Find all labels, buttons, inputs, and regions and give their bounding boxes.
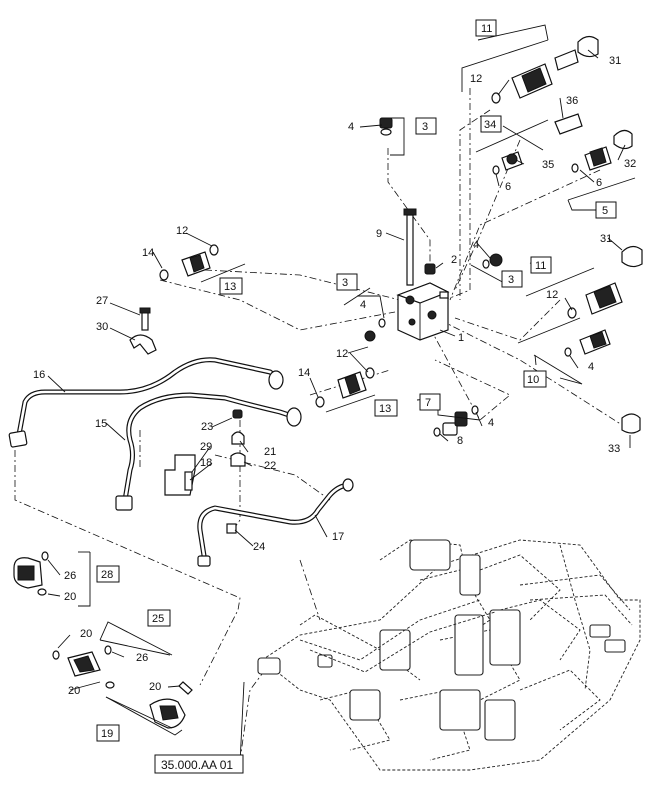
callout-14-upper: 14 (142, 247, 154, 259)
callout-18: 18 (200, 457, 212, 469)
cartridge-11-lower (567, 245, 643, 319)
callout-25: 25 (152, 613, 164, 625)
callout-32: 32 (624, 158, 636, 170)
cartridge-34 (492, 113, 583, 175)
tube-16 (8, 357, 284, 448)
callout-23: 23 (201, 421, 213, 433)
callout-20-lower: 20 (68, 685, 80, 697)
callout-36: 36 (566, 95, 578, 107)
callout-7: 7 (425, 397, 431, 409)
callout-17: 17 (332, 531, 344, 543)
callout-33: 33 (608, 443, 620, 455)
callout-12-upper-right: 12 (470, 73, 482, 85)
callout-24: 24 (253, 541, 265, 553)
callout-6-right: 6 (596, 177, 602, 189)
callout-12-mid: 12 (336, 348, 348, 360)
callout-4-top: 4 (348, 121, 354, 133)
callout-5: 5 (602, 205, 608, 217)
callout-20-mid: 20 (80, 628, 92, 640)
callout-30: 30 (96, 321, 108, 333)
callout-22: 22 (264, 460, 276, 472)
callout-21: 21 (264, 446, 276, 458)
elbow-28 (13, 551, 49, 596)
callout-3-mid: 3 (342, 277, 348, 289)
valve-block (396, 282, 450, 341)
callout-35: 35 (542, 159, 554, 171)
reference-code: 35.000.AA 01 (161, 758, 233, 772)
callout-4-right-upper: 4 (473, 239, 479, 251)
cartridge-5 (571, 129, 633, 173)
callout-15: 15 (95, 418, 107, 430)
callout-29: 29 (200, 441, 212, 453)
callout-4-right-lower: 4 (588, 361, 594, 373)
callout-28: 28 (101, 569, 113, 581)
connection-lines (14, 88, 631, 761)
leader-lines (47, 24, 636, 764)
callout-31-upper: 31 (609, 55, 621, 67)
tube-15 (115, 392, 302, 511)
callout-12-upper-left: 12 (176, 225, 188, 237)
callout-11-lower: 11 (535, 260, 546, 272)
callout-26-lower: 26 (136, 652, 148, 664)
callout-3-top: 3 (422, 121, 428, 133)
callout-13-upper: 13 (224, 281, 236, 293)
callout-14-lower: 14 (298, 367, 310, 379)
callout-19: 19 (101, 728, 113, 740)
callout-9: 9 (376, 228, 382, 240)
callout-11-upper: 11 (481, 23, 492, 35)
callout-20-right: 20 (149, 681, 161, 693)
callout-4-mid: 4 (360, 299, 366, 311)
cartridge-11-upper (491, 35, 599, 104)
callout-10: 10 (527, 374, 539, 386)
bolt-9 (403, 208, 417, 286)
callout-12-lower-right: 12 (546, 289, 558, 301)
tube-17 (197, 478, 354, 567)
fitting-13-upper (159, 244, 219, 281)
callout-4-right-bottom: 4 (488, 417, 494, 429)
callout-8: 8 (457, 435, 463, 447)
elbow-19 (105, 681, 193, 729)
tractor-assembly-ghost (257, 539, 641, 771)
callout-3-right: 3 (508, 274, 514, 286)
callout-labels: 11 31 12 36 4 3 34 32 35 6 6 5 9 12 14 3… (33, 23, 636, 772)
callout-20-upper: 20 (64, 591, 76, 603)
callout-6-left: 6 (505, 181, 511, 193)
callout-1: 1 (458, 332, 464, 344)
fitting-13-lower (315, 367, 375, 408)
callout-27: 27 (96, 295, 108, 307)
boxed-callouts (96, 19, 617, 774)
callout-16: 16 (33, 369, 45, 381)
callout-13-lower: 13 (379, 403, 391, 415)
cartridge-10 (564, 329, 611, 357)
small-parts (129, 117, 641, 534)
adapter-25 (52, 645, 112, 677)
callout-26-upper: 26 (64, 570, 76, 582)
callout-2: 2 (451, 254, 457, 266)
callout-31-lower: 31 (600, 233, 612, 245)
callout-34: 34 (484, 119, 496, 131)
